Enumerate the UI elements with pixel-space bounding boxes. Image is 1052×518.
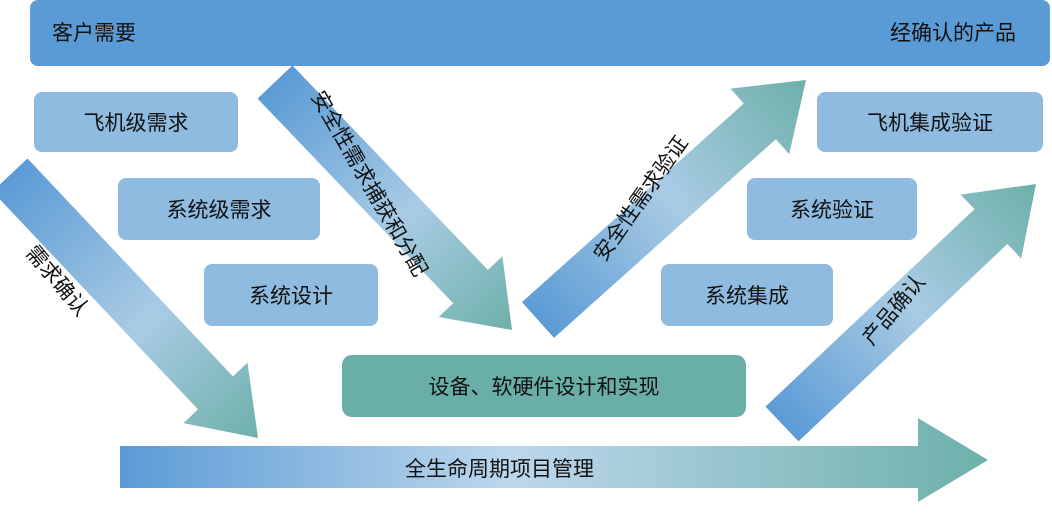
aircraft-requirements-box: 飞机级需求	[34, 92, 238, 152]
aircraft-integration-verification-box: 飞机集成验证	[817, 92, 1043, 152]
top-bar: 客户需要 经确认的产品	[30, 0, 1050, 66]
equipment-design-box: 设备、软硬件设计和实现	[342, 355, 746, 417]
system-verification-box: 系统验证	[747, 178, 917, 240]
confirmed-product-label: 经确认的产品	[890, 21, 1016, 45]
system-requirements-box: 系统级需求	[118, 178, 320, 240]
lifecycle-management-arrow	[120, 418, 988, 502]
requirement-confirmation-arrow	[0, 158, 258, 438]
safety-verification-arrow	[522, 80, 806, 338]
product-confirmation-arrow	[765, 184, 1036, 442]
system-integration-box: 系统集成	[661, 264, 833, 326]
customer-needs-label: 客户需要	[52, 21, 136, 45]
lifecycle-management-label: 全生命周期项目管理	[405, 457, 594, 481]
safety-capture-arrow	[257, 65, 512, 331]
system-design-box: 系统设计	[204, 264, 378, 326]
